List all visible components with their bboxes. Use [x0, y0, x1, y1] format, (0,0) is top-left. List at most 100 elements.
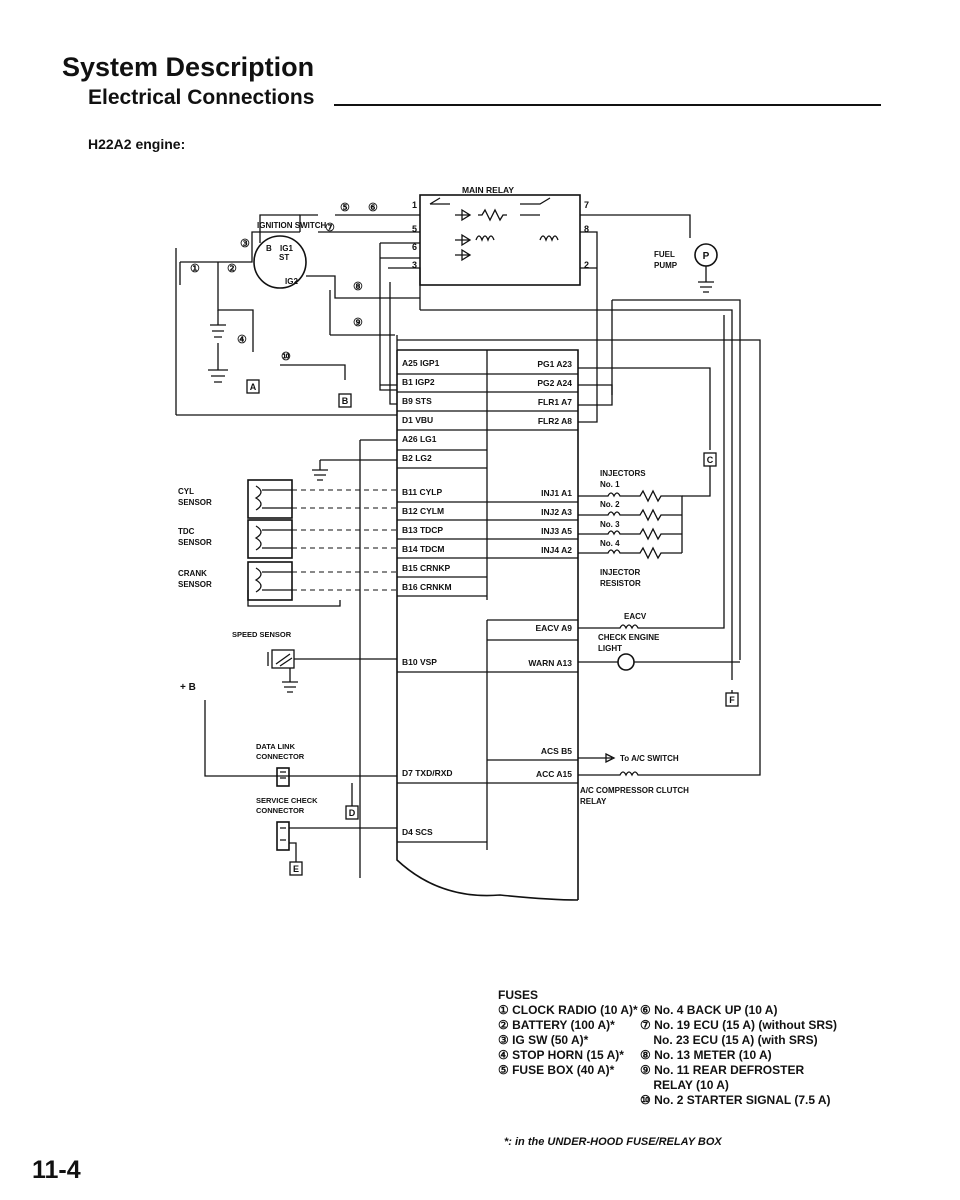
- fuse-entry: ④ STOP HORN (15 A)*: [498, 1048, 624, 1062]
- ground-tag-e: E: [293, 864, 299, 874]
- ignition-switch-label: IGNITION SWITCH: [257, 221, 327, 230]
- data-link-label-2: CONNECTOR: [256, 752, 305, 761]
- page-number: 11-4: [32, 1156, 81, 1184]
- relay-pin-2: 2: [584, 260, 589, 270]
- fuse-marker-2: ②: [227, 263, 237, 275]
- ecm-pin-b9: B9 STS: [402, 396, 432, 406]
- ground-tag-a: A: [250, 382, 257, 392]
- fuse-marker-8: ⑧: [353, 281, 363, 293]
- eacv: EACV: [578, 315, 725, 630]
- relay-pin-3: 3: [412, 260, 417, 270]
- ecm-pin-d7: D7 TXD/RXD: [402, 768, 453, 778]
- fuse-marker-7: ⑦: [325, 222, 335, 234]
- speed-sensor-label: SPEED SENSOR: [232, 630, 292, 639]
- ecm-pin-a23: PG1 A23: [537, 359, 572, 369]
- section-title: Electrical Connections: [88, 86, 315, 109]
- engine-label: H22A2 engine:: [88, 136, 186, 152]
- main-relay: MAIN RELAY 1 5 6 3 7 8 2: [412, 185, 589, 286]
- fuse-marker-6: ⑥: [368, 202, 378, 214]
- fuse-legend-left: ① CLOCK RADIO (10 A)* ② BATTERY (100 A)*…: [498, 1003, 728, 1078]
- relay-pin-8: 8: [584, 224, 589, 234]
- ignition-st-terminal: ST: [279, 253, 289, 262]
- ecm-pin-b2: B2 LG2: [402, 453, 432, 463]
- crank-sensor-label-2: SENSOR: [178, 580, 212, 589]
- ground-tag-d: D: [349, 808, 356, 818]
- ecm-pin-separators: [397, 373, 578, 843]
- ecm-pin-a25: A25 IGP1: [402, 358, 440, 368]
- fuse-footnote: *: in the UNDER-HOOD FUSE/RELAY BOX: [504, 1136, 722, 1148]
- relay-pin-7: 7: [584, 200, 589, 210]
- fuse-entry: ⑥ No. 4 BACK UP (10 A): [640, 1003, 778, 1017]
- fuse-entry: ⑨ No. 11 REAR DEFROSTER: [640, 1063, 805, 1077]
- ac-clutch-label-2: RELAY: [580, 797, 607, 806]
- tdc-sensor-label-2: SENSOR: [178, 538, 212, 547]
- injector-no3: No. 3: [600, 520, 620, 529]
- crank-sensor-label-1: CRANK: [178, 569, 207, 578]
- injector-no2: No. 2: [600, 500, 620, 509]
- fuse-marker-1: ①: [190, 263, 200, 275]
- ecm-pin-b14: B14 TDCM: [402, 544, 445, 554]
- fuse-legend-title: FUSES: [498, 988, 539, 1002]
- ac-clutch-label-1: A/C COMPRESSOR CLUTCH: [580, 786, 689, 795]
- ecm-pin-a5: INJ3 A5: [541, 526, 572, 536]
- fuse-marker-10: ⑩: [281, 351, 291, 363]
- power-wiring: [175, 214, 741, 693]
- ground-tag-c: C: [707, 455, 714, 465]
- ecm-pin-a7: FLR1 A7: [538, 397, 572, 407]
- ignition-b-terminal: B: [266, 244, 272, 253]
- plus-b-label: + B: [180, 682, 196, 693]
- check-engine-light: CHECK ENGINE LIGHT: [578, 633, 740, 671]
- section-divider: [334, 104, 881, 106]
- ground-tag-f: F: [729, 695, 735, 705]
- speed-sensor: SPEED SENSOR: [232, 630, 397, 693]
- ecm-pin-a9: EACV A9: [535, 623, 572, 633]
- cyl-sensor-label-2: SENSOR: [178, 498, 212, 507]
- fuse-entry: ② BATTERY (100 A)*: [498, 1018, 615, 1032]
- data-link-label-1: DATA LINK: [256, 742, 296, 751]
- fuel-pump-p: P: [703, 251, 710, 262]
- main-relay-label: MAIN RELAY: [462, 185, 514, 195]
- ecm-pin-a8: FLR2 A8: [538, 416, 572, 426]
- wiring-diagram: A25 IGP1 B1 IGP2 B9 STS D1 VBU A26 LG1 B…: [175, 185, 761, 901]
- injector-no1: No. 1: [600, 480, 620, 489]
- relay-pin-1: 1: [412, 200, 417, 210]
- fuel-pump-label-2: PUMP: [654, 261, 678, 270]
- injector-no4: No. 4: [600, 539, 620, 548]
- ecm-pin-b15: B15 CRNKP: [402, 563, 451, 573]
- fuse-entry: RELAY (10 A): [640, 1078, 729, 1092]
- ecm-pin-b12: B12 CYLM: [402, 506, 444, 516]
- eacv-label: EACV: [624, 612, 647, 621]
- plus-b-wire: [204, 700, 397, 777]
- ecm-pin-a15: ACC A15: [536, 769, 572, 779]
- fuse-entry: ⑦ No. 19 ECU (15 A) (without SRS): [640, 1018, 837, 1032]
- fuel-pump: P FUEL PUMP: [654, 243, 718, 293]
- ecm-pin-b1: B1 IGP2: [402, 377, 435, 387]
- ecm-pin-b10: B10 VSP: [402, 657, 437, 667]
- fuse-entry: ③ IG SW (50 A)*: [498, 1033, 589, 1047]
- cyl-sensor: CYL SENSOR: [178, 479, 397, 519]
- fuse-marker-9: ⑨: [353, 317, 363, 329]
- check-engine-label-1: CHECK ENGINE: [598, 633, 660, 642]
- fuse-legend: FUSES ① CLOCK RADIO (10 A)* ② BATTERY (1…: [498, 988, 837, 1107]
- fuse-marker-4: ④: [237, 334, 247, 346]
- injector-resistor-label-2: RESISTOR: [600, 579, 641, 588]
- ignition-ig2-terminal: IG2: [285, 277, 298, 286]
- fuel-pump-label-1: FUEL: [654, 250, 675, 259]
- ecm-pin-a26: A26 LG1: [402, 434, 437, 444]
- ecm-pin-b16: B16 CRNKM: [402, 582, 452, 592]
- injectors: INJECTORS No. 1 No. 2 No. 3 No. 4 INJECT…: [578, 466, 711, 588]
- fuse-legend-right: ⑥ No. 4 BACK UP (10 A) ⑦ No. 19 ECU (15 …: [640, 1003, 870, 1108]
- relay-pin-5: 5: [412, 224, 417, 234]
- fuse-entry: ⑧ No. 13 METER (10 A): [640, 1048, 772, 1062]
- ignition-switch: IGNITION SWITCH B IG1 ST IG2: [253, 221, 327, 289]
- service-check-label-2: CONNECTOR: [256, 806, 305, 815]
- relay-pin-6: 6: [412, 242, 417, 252]
- ecm-pin-d1: D1 VBU: [402, 415, 433, 425]
- fuse-entry: ⑩ No. 2 STARTER SIGNAL (7.5 A): [640, 1093, 831, 1107]
- fuse-entry: ① CLOCK RADIO (10 A)*: [498, 1003, 638, 1017]
- ecm-pin-b11: B11 CYLP: [402, 487, 442, 497]
- injectors-label: INJECTORS: [600, 469, 646, 478]
- ecm-pin-a24: PG2 A24: [537, 378, 572, 388]
- fuse-entry: No. 23 ECU (15 A) (with SRS): [640, 1033, 818, 1047]
- fuse-entry: ⑤ FUSE BOX (40 A)*: [498, 1063, 615, 1077]
